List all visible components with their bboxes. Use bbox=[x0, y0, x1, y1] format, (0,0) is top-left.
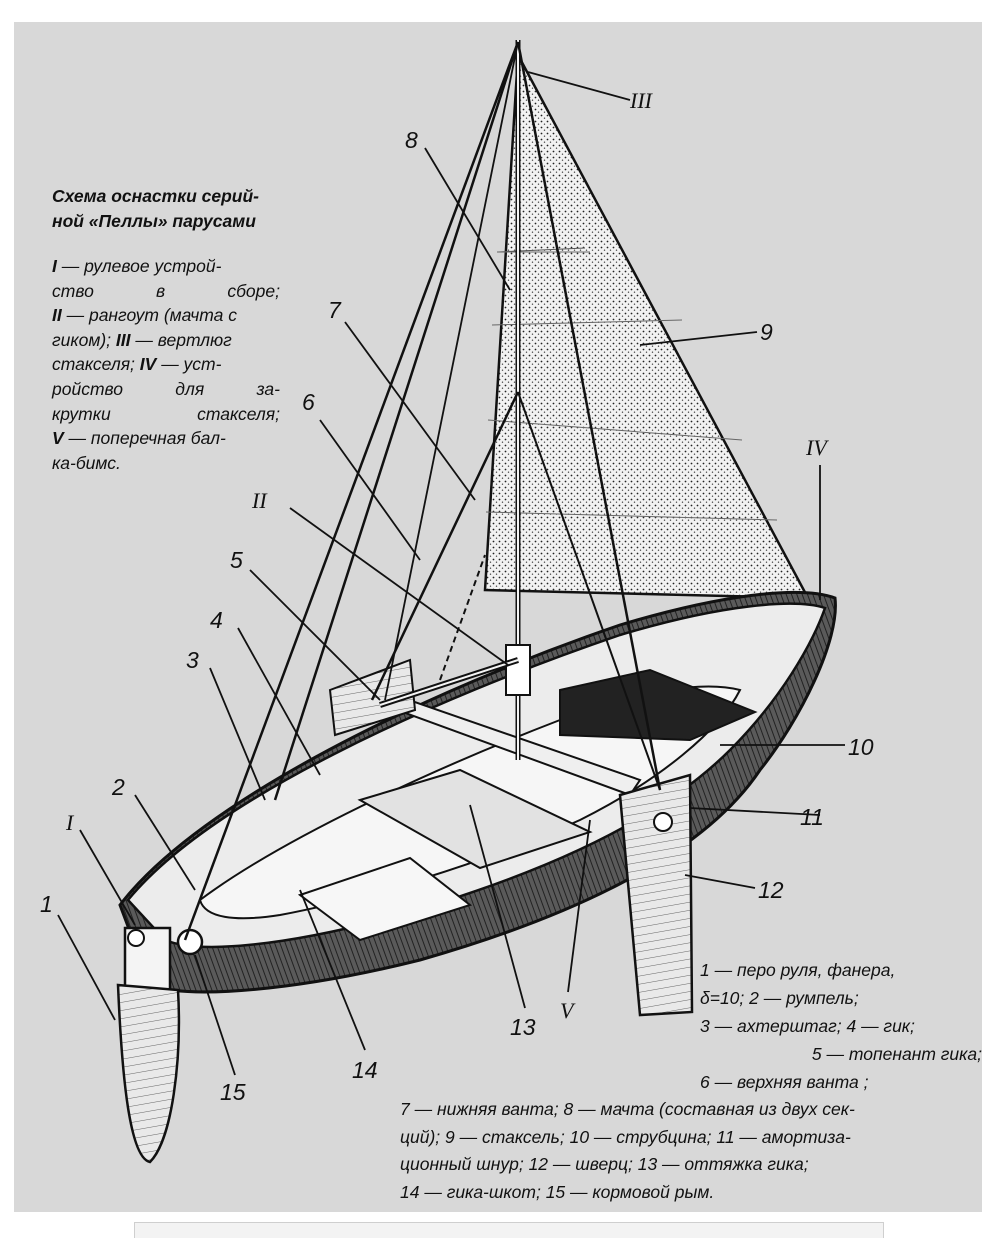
shroud-right bbox=[517, 391, 661, 791]
sail-seam-lines bbox=[497, 247, 586, 253]
boom-vang bbox=[439, 554, 486, 681]
roman-legend: I — рулевое устрой- ство в сборе; II — р… bbox=[52, 254, 280, 475]
callout-5: 5 bbox=[230, 547, 243, 573]
callout-I: I bbox=[65, 810, 75, 835]
legend-line: 7 — нижняя ванта; 8 — мачта (составная и… bbox=[400, 1099, 855, 1119]
legend-line: I — рулевое устрой- bbox=[52, 256, 222, 276]
numbered-legend-bottom: 7 — нижняя ванта; 8 — мачта (составная и… bbox=[400, 1096, 982, 1206]
legend-line: гиком); III — вертлюг bbox=[52, 329, 232, 350]
thwart-front bbox=[357, 768, 593, 870]
callout-IV: IV bbox=[805, 435, 829, 460]
legend-line: 5 — топенант гика; bbox=[811, 1044, 982, 1064]
legend-line: 1 — перо руля, фанера, bbox=[700, 960, 896, 980]
topping-lift bbox=[384, 41, 519, 701]
callout-1: 1 bbox=[40, 891, 53, 917]
legend-line: ка-бимс. bbox=[52, 452, 121, 473]
callout-6: 6 bbox=[302, 389, 315, 415]
callout-V: V bbox=[560, 998, 576, 1023]
callout-4: 4 bbox=[210, 607, 223, 633]
lower-shroud bbox=[370, 391, 520, 701]
callout-II: II bbox=[251, 488, 268, 513]
legend-line: II — рангоут (мачта с bbox=[52, 305, 237, 326]
staysail bbox=[483, 50, 811, 600]
title-line-1: Схема оснастки серий- bbox=[52, 186, 260, 206]
legend-line: 3 — ахтерштаг; 4 — гик; bbox=[700, 1016, 915, 1036]
legend-line: V — поперечная бал- bbox=[52, 428, 226, 449]
legend-line: крутки стакселя; bbox=[52, 403, 280, 424]
legend-line: ционный шнур; 12 — шверц; 13 — оттяжка г… bbox=[400, 1154, 809, 1174]
callout-12: 12 bbox=[758, 877, 784, 903]
numbered-legend-right: 1 — перо руля, фанера, δ=10; 2 — румпель… bbox=[700, 956, 982, 1096]
callout-11: 11 bbox=[800, 804, 824, 830]
legend-line: δ=10; 2 — румпель; bbox=[700, 988, 859, 1008]
seat-board bbox=[297, 856, 473, 942]
callout-14: 14 bbox=[352, 1057, 378, 1083]
callout-3: 3 bbox=[186, 647, 199, 673]
upper-shroud bbox=[273, 41, 520, 801]
bottom-toolbar-strip bbox=[134, 1222, 884, 1238]
leeboard bbox=[618, 773, 694, 1017]
legend-line: 6 — верхняя ванта ; bbox=[700, 1072, 869, 1092]
cuddy-box bbox=[559, 668, 758, 742]
callout-13: 13 bbox=[510, 1014, 536, 1040]
legend-line: 14 — гика-шкот; 15 — кормовой рым. bbox=[400, 1181, 715, 1202]
figure-title: Схема оснастки серий- ной «Пеллы» паруса… bbox=[52, 184, 362, 234]
legend-line: стакселя; IV — уст- bbox=[52, 354, 222, 375]
callout-III: III bbox=[629, 88, 654, 113]
legend-line: ройство для за- bbox=[52, 378, 280, 399]
forestay bbox=[516, 41, 662, 791]
backstay bbox=[183, 41, 520, 941]
callout-2: 2 bbox=[111, 774, 125, 800]
legend-line: ций); 9 — стаксель; 10 — струбцина; 11 —… bbox=[400, 1126, 851, 1147]
callout-9: 9 bbox=[760, 319, 773, 345]
title-line-2: ной «Пеллы» парусами bbox=[52, 211, 256, 231]
callout-leaders bbox=[57, 71, 845, 1076]
legend-line: ство в сборе; bbox=[52, 280, 280, 301]
callout-8: 8 bbox=[405, 127, 418, 153]
callout-10: 10 bbox=[848, 734, 874, 760]
callout-15: 15 bbox=[220, 1079, 246, 1105]
callout-7: 7 bbox=[328, 297, 342, 323]
rudder-blade bbox=[116, 983, 181, 1164]
